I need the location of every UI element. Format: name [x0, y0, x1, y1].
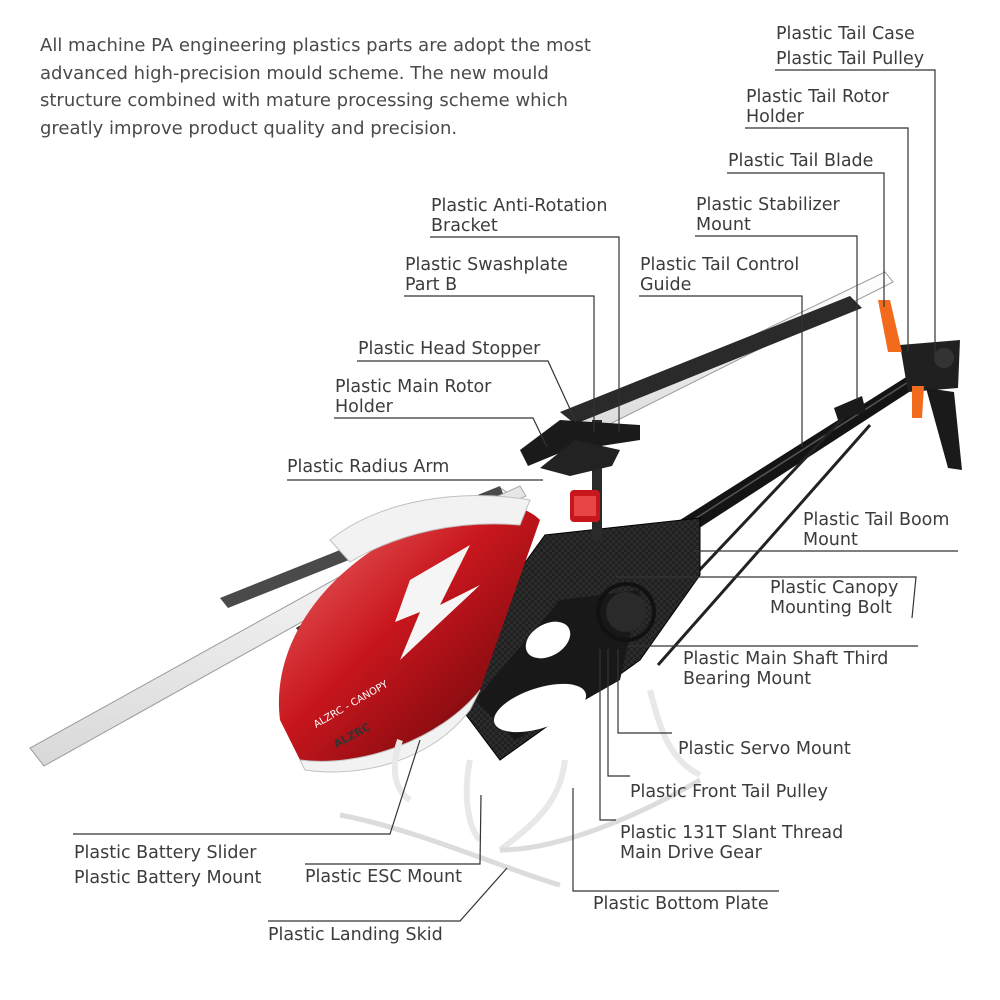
label-esc-mount: Plastic ESC Mount: [305, 867, 462, 888]
label-line: Plastic Battery Mount: [74, 867, 262, 888]
label-line: Mount: [696, 214, 751, 235]
leader-tail-case: [775, 69, 936, 362]
label-third-bearing: Plastic Main Shaft Third Bearing Mount: [683, 649, 889, 689]
label-head-stopper: Plastic Head Stopper: [358, 339, 541, 360]
tail-boom: [680, 362, 940, 534]
label-line: Holder: [335, 396, 393, 417]
landing-skid: [339, 689, 702, 888]
label-line: Mount: [803, 529, 858, 550]
canopy: ALZRC - CANOPY ALZRC: [278, 495, 540, 773]
leader-drive-gear: [599, 649, 616, 821]
leader-tail-blade: [727, 172, 885, 307]
leader-stabilizer-mount: [695, 235, 858, 400]
intro-paragraph: All machine PA engineering plastics part…: [40, 32, 640, 142]
tail-unit: [878, 300, 962, 470]
leader-battery: [73, 739, 421, 835]
label-bottom-plate: Plastic Bottom Plate: [593, 894, 769, 915]
label-tail-case: Plastic Tail Case Plastic Tail Pulley: [776, 22, 924, 71]
label-line: Part B: [405, 274, 458, 295]
label-servo-mount: Plastic Servo Mount: [678, 739, 851, 760]
label-battery: Plastic Battery Slider Plastic Battery M…: [74, 841, 261, 890]
stabilizer-fin: [834, 396, 866, 420]
label-line: Plastic Head Stopper: [358, 339, 541, 359]
label-line: Plastic Tail Blade: [728, 151, 874, 171]
label-line: Plastic Tail Control: [640, 255, 800, 275]
label-drive-gear: Plastic 131T Slant Thread Main Drive Gea…: [620, 823, 844, 863]
label-line: Plastic ESC Mount: [305, 867, 462, 887]
tail-support-upper: [656, 424, 872, 666]
label-front-tail-pulley: Plastic Front Tail Pulley: [630, 782, 828, 803]
label-radius-arm: Plastic Radius Arm: [287, 457, 450, 478]
intro-line: greatly improve product quality and prec…: [40, 117, 458, 139]
leader-lines: [73, 69, 958, 922]
label-tail-blade: Plastic Tail Blade: [728, 151, 874, 172]
label-stabilizer-mount: Plastic Stabilizer Mount: [696, 195, 840, 235]
intro-line: All machine PA engineering plastics part…: [40, 35, 591, 56]
label-line: Main Drive Gear: [620, 842, 762, 863]
leader-tail-rotor-holder: [745, 127, 909, 352]
label-landing-skid: Plastic Landing Skid: [268, 925, 443, 946]
label-line: Plastic Tail Rotor: [746, 87, 889, 107]
label-line: Plastic Servo Mount: [678, 739, 851, 759]
intro-line: advanced high-precision mould scheme. Th…: [40, 62, 549, 84]
label-line: Plastic Tail Case: [776, 24, 915, 44]
label-canopy-bolt: Plastic Canopy Mounting Bolt: [770, 578, 899, 618]
label-tail-boom-mount: Plastic Tail Boom Mount: [803, 510, 950, 550]
label-line: Plastic Radius Arm: [287, 457, 450, 477]
leader-canopy-bolt: [616, 576, 917, 619]
leader-swashplate-b: [404, 295, 595, 432]
label-line: Mounting Bolt: [770, 597, 892, 618]
label-tail-rotor-holder: Plastic Tail Rotor Holder: [746, 87, 889, 127]
leader-tail-control-guide: [639, 295, 803, 447]
label-line: Bracket: [431, 215, 498, 236]
leader-esc-mount: [305, 794, 482, 865]
leader-bottom-plate: [572, 788, 779, 892]
leader-anti-rotation: [430, 236, 620, 432]
label-line: Plastic Landing Skid: [268, 925, 443, 945]
label-line: Plastic Tail Pulley: [776, 48, 925, 69]
label-line: Plastic Front Tail Pulley: [630, 782, 828, 802]
label-line: Bearing Mount: [683, 668, 812, 689]
label-line: Guide: [640, 274, 692, 295]
label-anti-rotation: Plastic Anti-Rotation Bracket: [431, 196, 608, 236]
leader-front-tail-pulley: [607, 649, 630, 777]
leader-servo-mount: [617, 649, 672, 734]
label-line: Plastic 131T Slant Thread: [620, 823, 844, 843]
label-line: Plastic Main Shaft Third: [683, 649, 889, 669]
main-rotor-blade-right: ALZRC: [546, 271, 894, 447]
label-line: Plastic Anti-Rotation: [431, 196, 608, 216]
label-swashplate-b: Plastic Swashplate Part B: [405, 255, 568, 295]
label-main-rotor-holder: Plastic Main Rotor Holder: [335, 377, 492, 417]
label-line: Plastic Tail Boom: [803, 510, 950, 530]
label-line: Plastic Main Rotor: [335, 377, 492, 397]
leader-head-stopper: [357, 360, 577, 423]
label-line: Plastic Battery Slider: [74, 843, 257, 863]
leader-main-rotor-holder: [334, 417, 548, 448]
leader-landing-skid: [268, 867, 508, 922]
label-line: Plastic Canopy: [770, 578, 899, 598]
rotor-head: [520, 420, 640, 540]
label-tail-control-guide: Plastic Tail Control Guide: [640, 255, 800, 295]
label-line: Plastic Bottom Plate: [593, 894, 769, 914]
label-line: Holder: [746, 106, 804, 127]
intro-line: structure combined with mature processin…: [40, 90, 568, 111]
label-line: Plastic Stabilizer: [696, 195, 840, 215]
label-line: Plastic Swashplate: [405, 255, 568, 275]
